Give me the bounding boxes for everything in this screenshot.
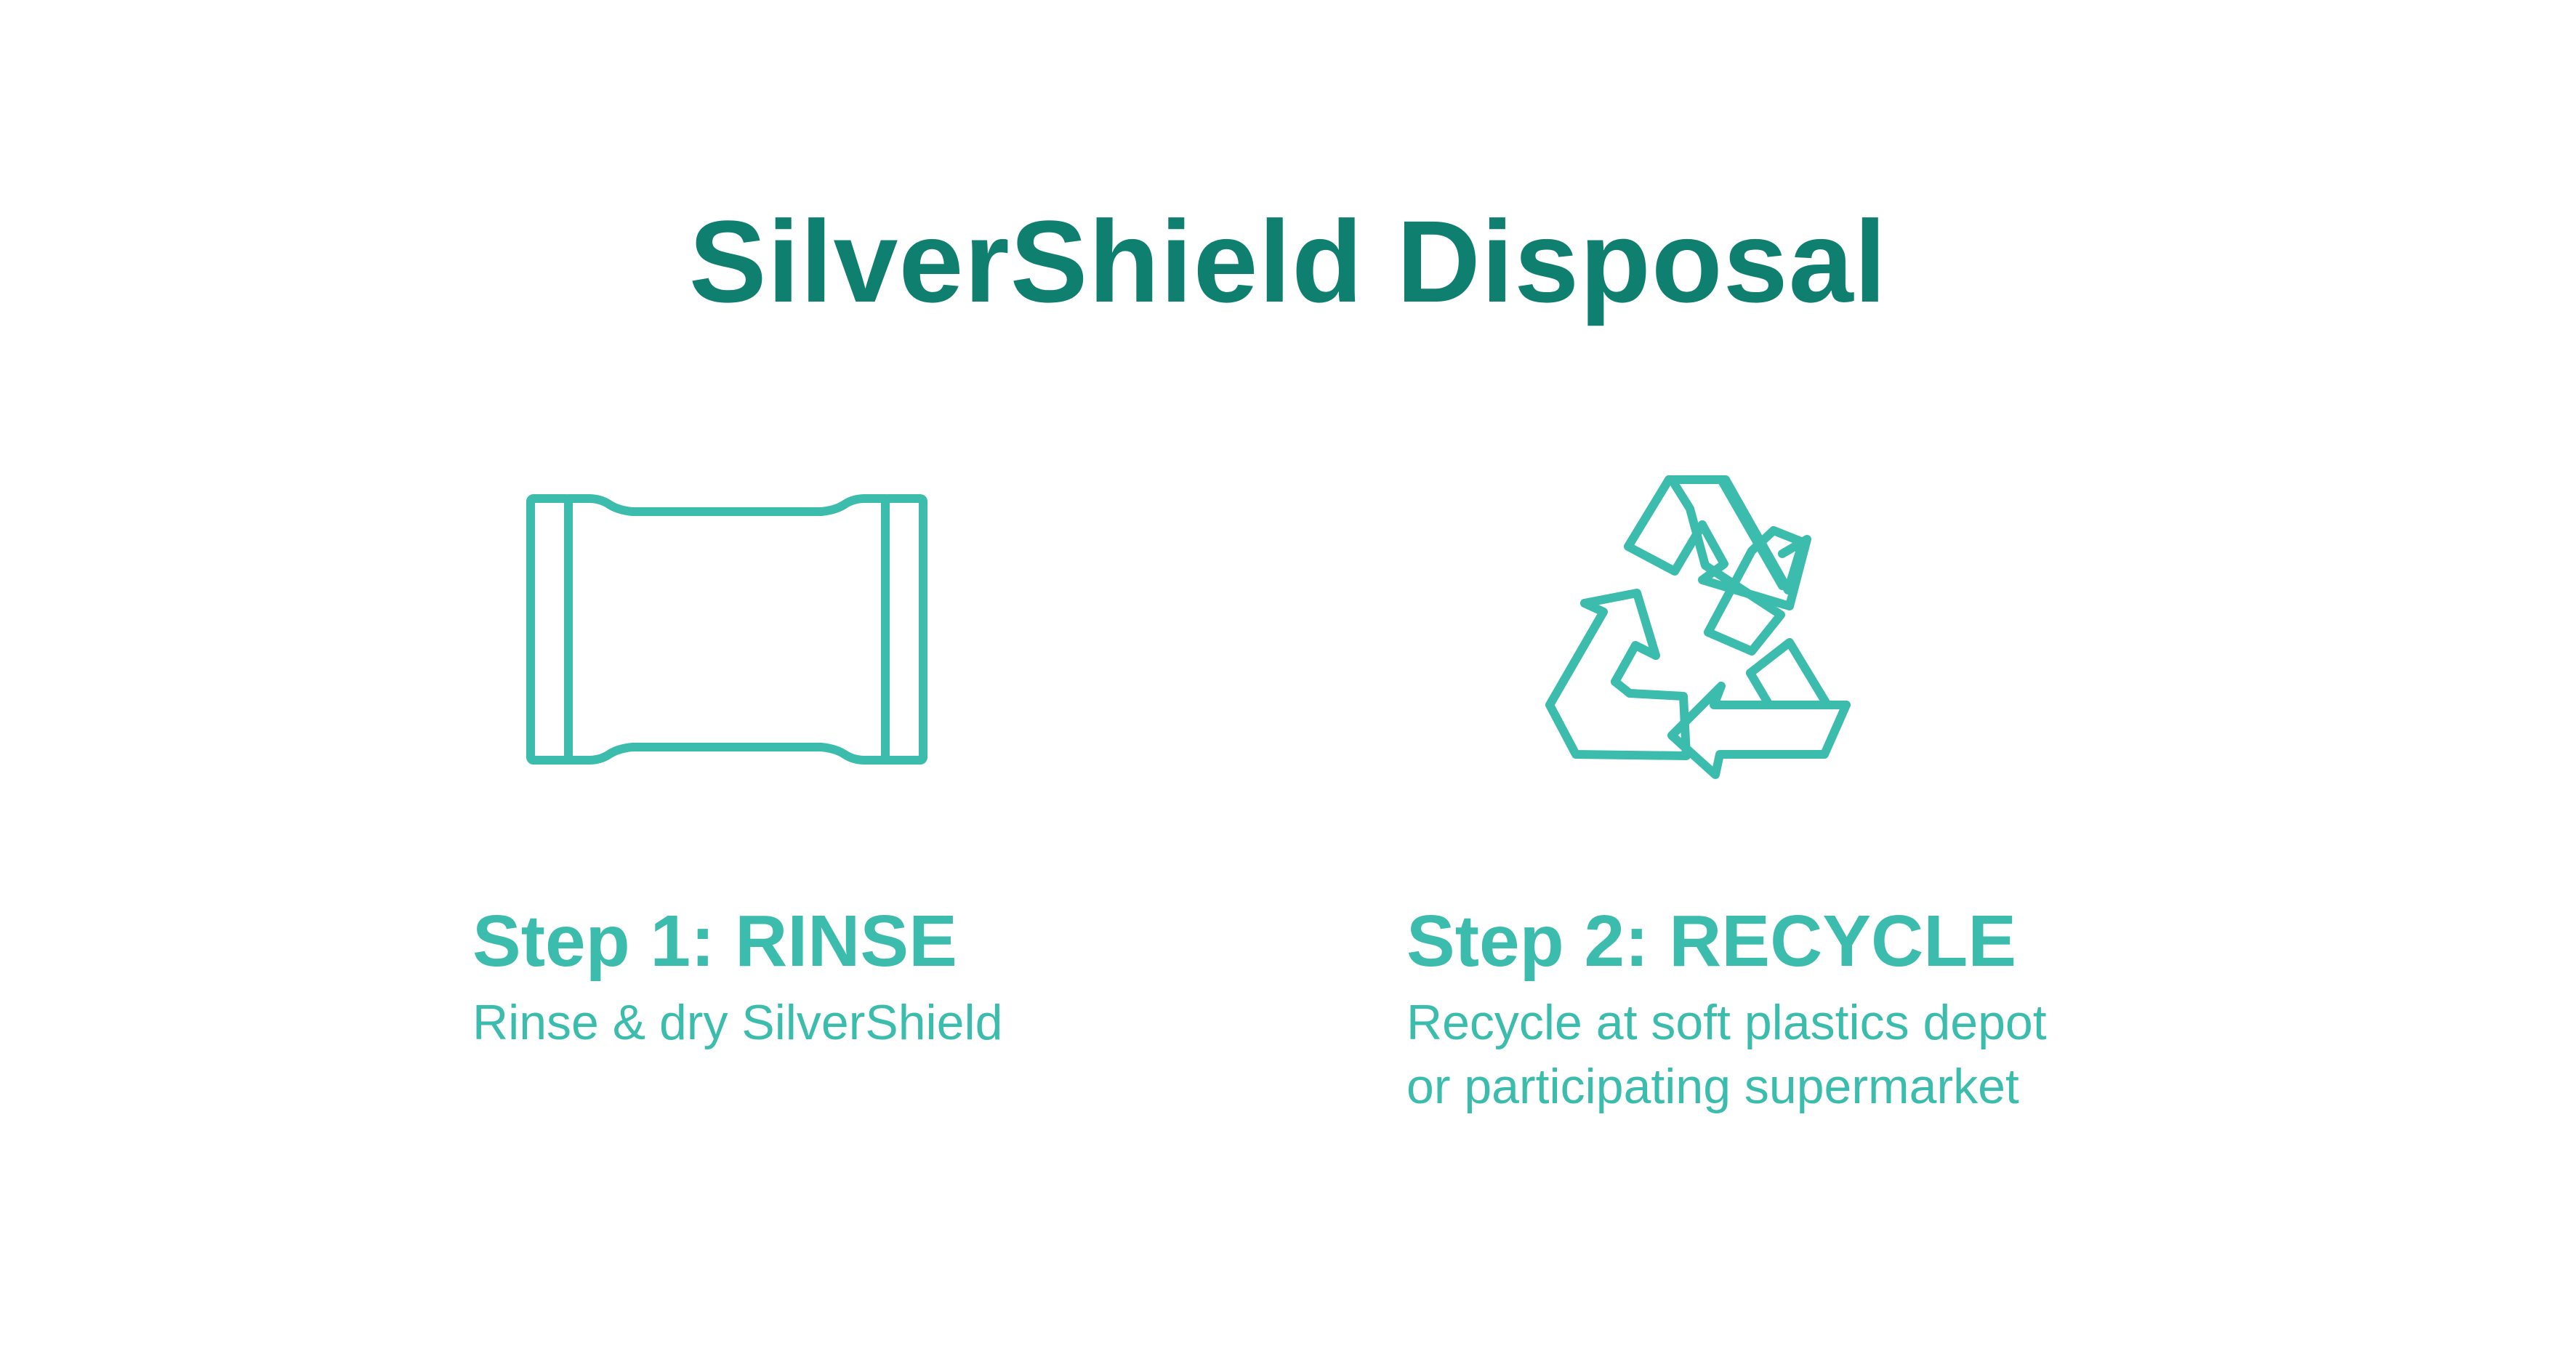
step-2-description: Recycle at soft plastics depot or partic… [1406, 991, 2047, 1118]
step-1-description: Rinse & dry SilverShield [472, 991, 1002, 1055]
pouch-icon [526, 494, 927, 765]
step-1-heading: Step 1: RINSE [472, 900, 957, 982]
step-2-description-line-2: or participating supermarket [1406, 1059, 2019, 1114]
step-1: Step 1: RINSE Rinse & dry SilverShield [472, 898, 1002, 1055]
step-1-description-line: Rinse & dry SilverShield [472, 995, 1003, 1050]
step-2-description-line-1: Recycle at soft plastics depot [1406, 995, 2047, 1050]
recycle-icon [1545, 475, 1851, 779]
step-2-heading: Step 2: RECYCLE [1406, 900, 2017, 982]
step-2: Step 2: RECYCLE Recycle at soft plastics… [1406, 898, 2047, 1118]
page-title: SilverShield Disposal [688, 196, 1888, 326]
